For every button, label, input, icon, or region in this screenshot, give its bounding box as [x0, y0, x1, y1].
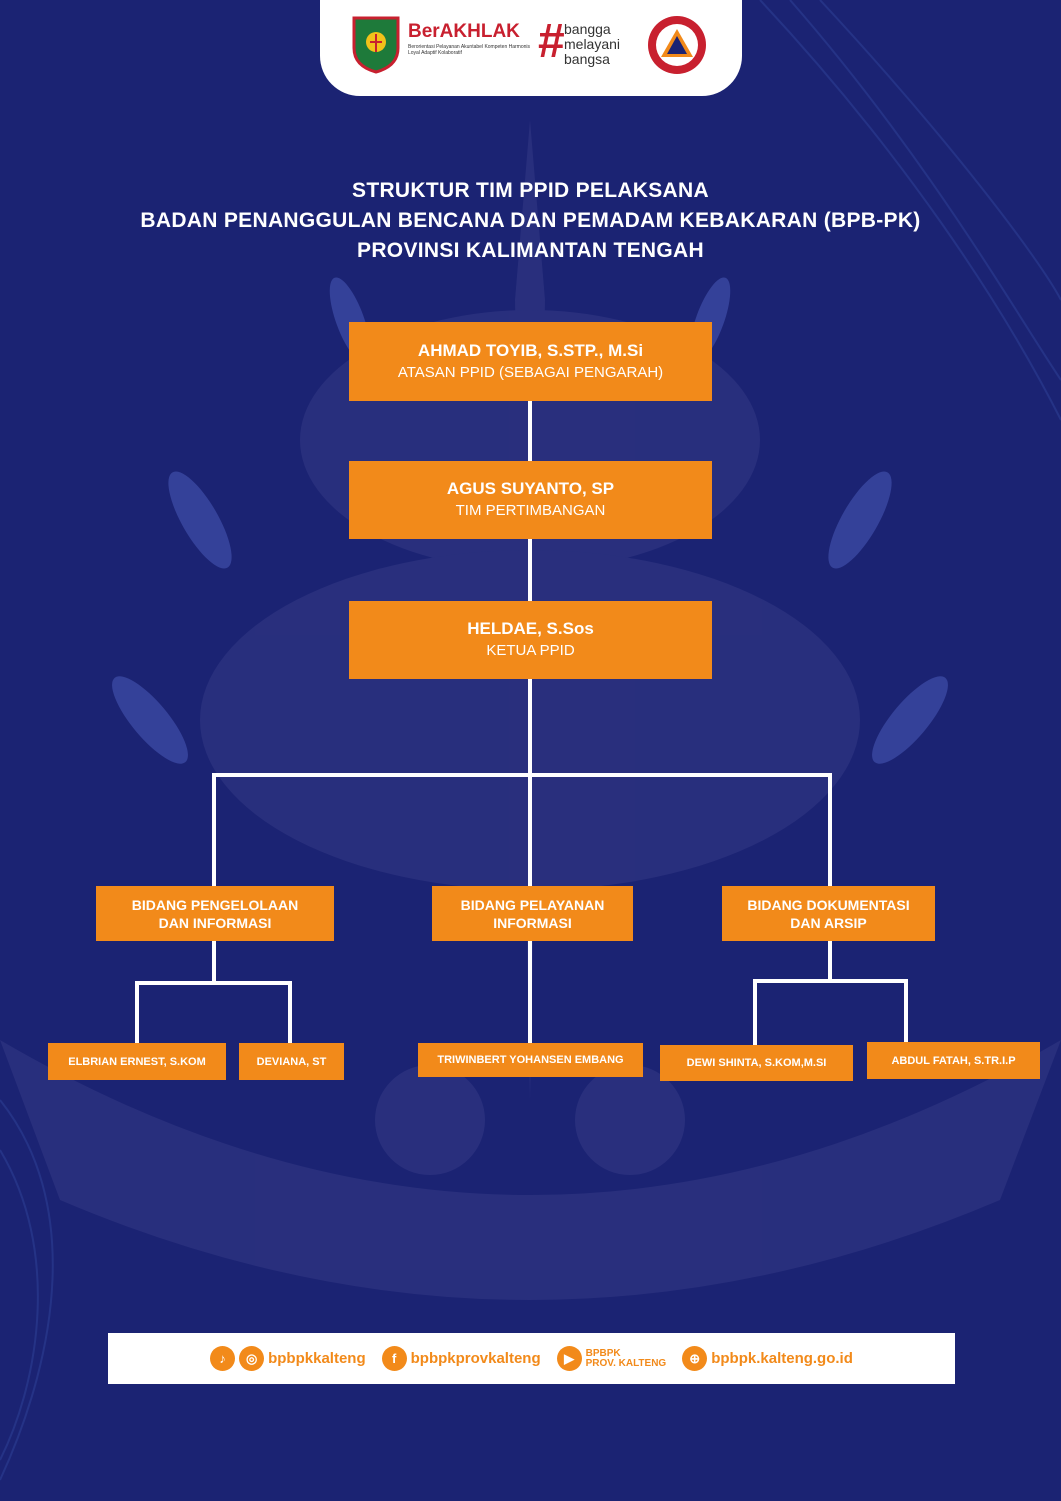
atasan-ppid-box: AHMAD TOYIB, S.STP., M.Si ATASAN PPID (S… [349, 322, 712, 401]
member-box: ABDUL FATAH, S.TR.I.P [867, 1042, 1040, 1079]
title-line2: BADAN PENANGGULAN BENCANA DAN PEMADAM KE… [140, 209, 921, 232]
member-box: DEVIANA, ST [239, 1043, 344, 1080]
unit-pelayanan-line2: INFORMASI [493, 914, 572, 931]
bangga-line2: melayani [564, 36, 621, 52]
bangga-line1: bangga [564, 21, 611, 37]
ketua-name: HELDAE, S.Sos [467, 619, 594, 638]
instagram-icon: ◎ [239, 1346, 265, 1371]
title-line1: STRUKTUR TIM PPID PELAKSANA [352, 179, 709, 202]
member-name: DEVIANA, ST [256, 1055, 327, 1068]
footer-youtube-line1: BPBPK [585, 1347, 621, 1359]
member-name: ABDUL FATAH, S.TR.I.P [891, 1054, 1016, 1067]
pertimbangan-name: AGUS SUYANTO, SP [446, 479, 615, 498]
unit-dokumentasi-line1: BIDANG DOKUMENTASI [747, 896, 910, 913]
member-box: TRIWINBERT YOHANSEN EMBANG [418, 1043, 643, 1077]
unit-dokumentasi-box: BIDANG DOKUMENTASI DAN ARSIP [722, 886, 935, 941]
title-line3: PROVINSI KALIMANTAN TENGAH [357, 239, 704, 262]
member-name: DEWI SHINTA, S.KOM,M.SI [686, 1057, 827, 1069]
unit-pelayanan-line1: BIDANG PELAYANAN [460, 896, 605, 913]
facebook-icon: f [381, 1346, 407, 1371]
tiktok-icon: ♪ [210, 1346, 236, 1371]
ketua-role: KETUA PPID [486, 642, 575, 659]
footer-social1-label: bpbpkkalteng [268, 1350, 366, 1367]
atasan-role: ATASAN PPID (SEBAGAI PENGARAH) [397, 363, 664, 381]
footer-youtube-line2: PROV. KALTENG [585, 1357, 667, 1369]
bangga-hash: # [538, 15, 565, 68]
member-name: ELBRIAN ERNEST, S.KOM [68, 1055, 206, 1068]
footer-website-label: bpbpk.kalteng.go.id [711, 1350, 853, 1367]
berakhlak-logo: BerAKHLAK Berorientasi Pelayanan Akuntab… [408, 21, 538, 57]
unit-pengelolaan-line2: DAN INFORMASI [158, 914, 272, 931]
youtube-icon: ▶ [556, 1346, 582, 1371]
berakhlak-word: BerAKHLAK [408, 21, 520, 42]
bpbpk-emblem-logo [648, 16, 706, 74]
bangga-melayani-logo: # bangga melayani bangsa [538, 15, 638, 74]
member-box: ELBRIAN ERNEST, S.KOM [48, 1043, 226, 1080]
footer-instagram[interactable]: ♪ ◎ bpbpkkalteng [210, 1346, 366, 1371]
social-footer: ♪ ◎ bpbpkkalteng f bpbpkprovkalteng ▶ BP… [108, 1333, 955, 1384]
ketua-ppid-box: HELDAE, S.Sos KETUA PPID [349, 601, 712, 679]
page-title: STRUKTUR TIM PPID PELAKSANA BADAN PENANG… [0, 176, 1061, 266]
header-logo-bar: BerAKHLAK Berorientasi Pelayanan Akuntab… [320, 0, 742, 96]
pertimbangan-role: TIM PERTIMBANGAN [455, 502, 606, 519]
bangga-line3: bangsa [564, 51, 610, 67]
footer-website[interactable]: ⊕ bpbpk.kalteng.go.id [682, 1346, 853, 1371]
member-box: DEWI SHINTA, S.KOM,M.SI [660, 1045, 853, 1081]
footer-social2-label: bpbpkprovkalteng [410, 1350, 541, 1367]
footer-youtube[interactable]: ▶ BPBPK PROV. KALTENG [556, 1346, 667, 1371]
tim-pertimbangan-box: AGUS SUYANTO, SP TIM PERTIMBANGAN [349, 461, 712, 539]
unit-pengelolaan-box: BIDANG PENGELOLAAN DAN INFORMASI [96, 886, 334, 941]
unit-pengelolaan-line1: BIDANG PENGELOLAAN [131, 896, 299, 913]
member-name: TRIWINBERT YOHANSEN EMBANG [437, 1054, 624, 1066]
unit-pelayanan-box: BIDANG PELAYANAN INFORMASI [432, 886, 633, 941]
globe-icon: ⊕ [682, 1346, 708, 1371]
footer-facebook[interactable]: f bpbpkprovkalteng [381, 1346, 541, 1371]
berakhlak-subtitle: Berorientasi Pelayanan Akuntabel Kompete… [408, 44, 531, 56]
kalteng-shield-logo [352, 16, 400, 74]
unit-dokumentasi-line2: DAN ARSIP [790, 914, 867, 931]
atasan-name: AHMAD TOYIB, S.STP., M.Si [417, 340, 644, 360]
